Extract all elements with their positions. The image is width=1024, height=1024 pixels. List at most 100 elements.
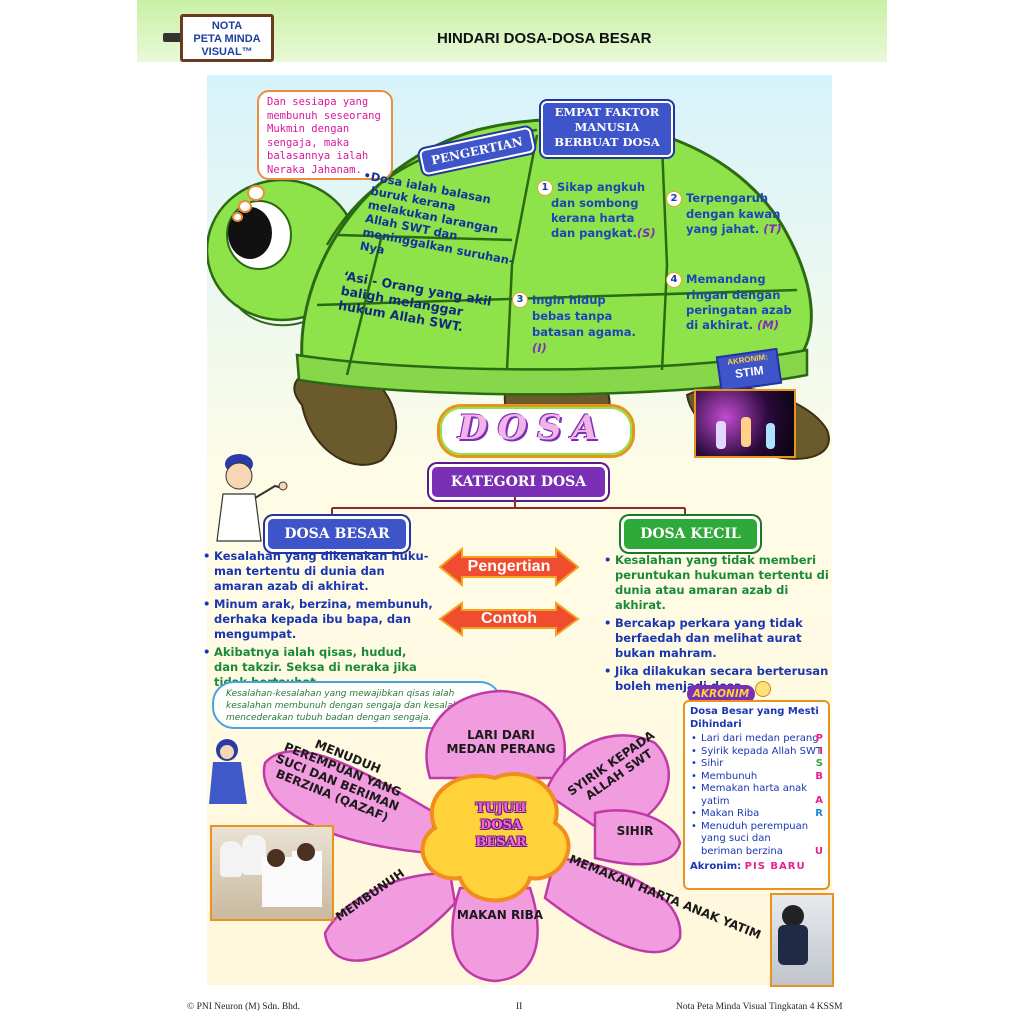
- petal-sihir: [593, 809, 682, 866]
- factor-number: 1: [537, 180, 553, 196]
- petal-riba-text: MAKAN RIBA: [456, 908, 544, 922]
- flower-diagram: [262, 689, 682, 983]
- faktor-label: EMPAT FAKTOR MANUSIA BERBUAT DOSA: [541, 101, 673, 157]
- akronim-item-text: Syirik kepada Allah SWT: [701, 745, 823, 757]
- akronim-footer-value: PIS BARU: [744, 861, 806, 872]
- akronim-tag: AKRONIM: [687, 685, 755, 703]
- footer-page-number: II: [516, 1002, 523, 1012]
- center-line: DOSA: [479, 818, 523, 833]
- bullet-item: Kesalahan yang tidak memberi peruntukan …: [604, 553, 834, 613]
- akronim-letter: U: [814, 845, 823, 857]
- factor-line: dan pangkat.: [551, 226, 637, 240]
- note-line: mencederakan tubuh badan dengan sengaja.: [226, 713, 432, 723]
- dosa-title: DOSA: [457, 408, 609, 448]
- factor-2: 2 Terpengaruh dengan kawan yang jahat. (T…: [666, 191, 786, 237]
- bullet-item: Minum arak, berzina, membunuh, derhaka k…: [203, 597, 433, 642]
- nota-badge: NOTA PETA MINDA VISUAL™: [180, 14, 274, 62]
- footer-copyright: © PNI Neuron (M) Sdn. Bhd.: [187, 1002, 301, 1012]
- factor-letter: (I): [532, 341, 547, 355]
- thought-line: sengaja, maka: [267, 136, 350, 149]
- center-line: TUJUH: [475, 801, 527, 816]
- akronim-box: Dosa Besar yang Mesti Dihindari Lari dar…: [683, 700, 830, 890]
- akronim-item-text: Makan Riba: [701, 808, 760, 819]
- dosa-kecil-bullets: Kesalahan yang tidak memberi peruntukan …: [604, 553, 834, 697]
- factor-line: kerana harta: [551, 211, 635, 225]
- petal-riba: [451, 886, 539, 983]
- dosa-title-frame: [437, 404, 635, 458]
- factor-4: 4 Memandang ringan dengan peringatan azab…: [666, 272, 796, 333]
- factor-line: yang jahat.: [686, 222, 760, 236]
- thought-dot: [247, 185, 265, 201]
- factor-line: di akhirat.: [686, 318, 754, 332]
- akronim-item-text: Memakan harta anak yatim: [701, 783, 808, 807]
- factor-line: Ingin hidup: [532, 293, 606, 307]
- footer-book-title: Nota Peta Minda Visual Tingkatan 4 KSSM: [676, 1002, 843, 1012]
- faktor-line: BERBUAT DOSA: [554, 135, 660, 149]
- note-line: Kesalahan-kesalahan yang mewajibkan qisa…: [226, 689, 455, 699]
- student-boy-illustration: [216, 454, 288, 542]
- factor-number: 3: [512, 292, 528, 308]
- petal-membunuh: [323, 871, 457, 962]
- factor-number: 2: [666, 191, 682, 207]
- petal-lari-text: LARI DARI MEDAN PERANG: [440, 728, 562, 756]
- page-title: HINDARI DOSA-DOSA BESAR: [437, 30, 652, 47]
- double-arrows: [438, 546, 580, 637]
- akronim-footer-label: Akronim:: [690, 861, 742, 872]
- factor-line: batasan agama.: [532, 325, 636, 339]
- akronim-item-text: Lari dari medan perang: [701, 733, 819, 744]
- faktor-line: EMPAT FAKTOR: [554, 105, 660, 119]
- flower-center-text: TUJUH DOSA BESAR: [445, 800, 557, 851]
- factor-letter: (T): [763, 222, 782, 236]
- thought-line: balasannya ialah: [267, 150, 369, 162]
- thought-line: membunuh seseorang: [267, 109, 381, 122]
- smiley-icon: [755, 681, 771, 697]
- thought-line: Mukmin dengan: [267, 123, 350, 135]
- faktor-line: MANUSIA: [574, 120, 640, 134]
- kategori-label: KATEGORI DOSA: [429, 464, 608, 500]
- thought-dot: [232, 212, 243, 222]
- bullet-item: Jika dilakukan secara berterusan boleh m…: [604, 664, 834, 694]
- petal-menuduh: [262, 749, 437, 855]
- thought-line: Dan sesiapa yang: [267, 96, 369, 108]
- badge-line: NOTA: [211, 20, 243, 32]
- bullet-item: Akibatnya ialah qisas, hudud, dan takzir…: [203, 645, 433, 690]
- factor-line: ringan dengan: [686, 288, 781, 302]
- factor-line: Memandang: [686, 272, 766, 286]
- factor-line: bebas tanpa: [532, 309, 613, 323]
- person-photo: [770, 893, 834, 987]
- akronim-heading: Dihindari: [690, 718, 742, 730]
- factor-line: peringatan azab: [686, 303, 792, 317]
- badge-line: VISUAL™: [201, 46, 253, 58]
- arrow-pengertian: Pengertian: [467, 558, 551, 575]
- akronim-item-text: Menuduh perempuan yang suci dan beriman …: [701, 820, 809, 857]
- factor-line: dengan kawan: [686, 207, 781, 221]
- student-girl-illustration: [209, 739, 247, 804]
- students-photo: [210, 825, 334, 921]
- factor-line: dan sombong: [551, 196, 639, 210]
- badge-line: PETA MINDA: [193, 33, 261, 45]
- petal-lari: [425, 689, 567, 780]
- akronim-letter: B: [815, 770, 823, 782]
- petal-line: MEDAN PERANG: [446, 742, 556, 756]
- arrow-contoh: Contoh: [481, 610, 537, 627]
- factor-letter: (M): [757, 318, 779, 332]
- factor-number: 4: [666, 272, 682, 288]
- akronim-item-text: Sihir: [701, 758, 724, 769]
- akronim-heading: Dosa Besar yang Mesti: [690, 706, 819, 717]
- disco-photo: [694, 389, 796, 458]
- petal-harta: [543, 856, 682, 954]
- petal-sihir-text: SIHIR: [616, 824, 654, 838]
- thought-line: Neraka Jahanam.: [267, 163, 362, 176]
- factor-1: 1 Sikap angkuh dan sombong kerana harta d…: [537, 180, 657, 241]
- dosa-besar-label: DOSA BESAR: [265, 516, 409, 552]
- factor-line: Sikap angkuh: [557, 180, 646, 194]
- note-line: kesalahan membunuh dengan sengaja dan ke…: [226, 701, 470, 711]
- factor-line: Terpengaruh: [686, 191, 769, 205]
- connector-lines: [331, 497, 686, 522]
